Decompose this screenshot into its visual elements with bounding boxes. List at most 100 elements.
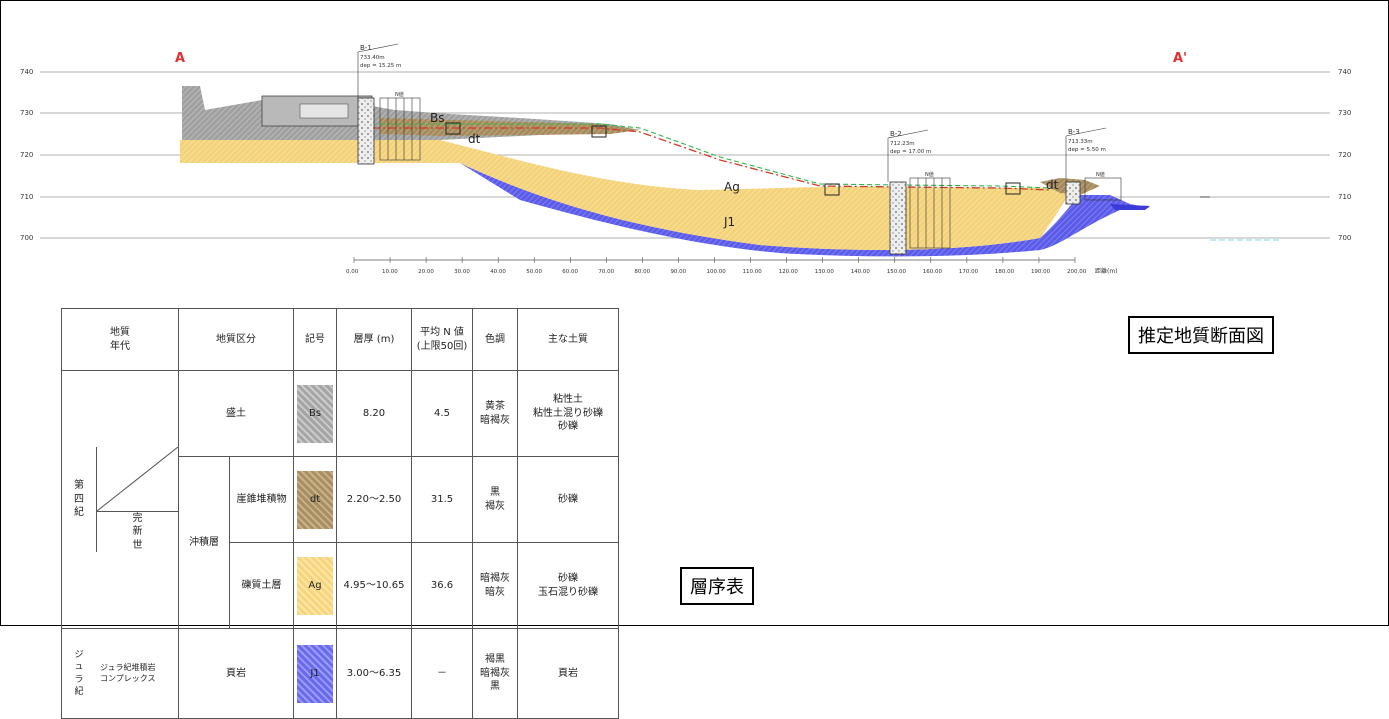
epoch-holocene: 完 新 世	[132, 512, 143, 551]
elevation-label-right: 700	[1338, 234, 1351, 242]
swatch-dt: dt	[297, 470, 333, 529]
distance-tick-label: 170.00	[959, 269, 979, 275]
era-quaternary: 第 四 紀	[74, 480, 84, 519]
distance-tick-label: 50.00	[526, 269, 542, 275]
distance-tick-label: 110.00	[743, 269, 763, 275]
n-value-plots	[379, 97, 1122, 249]
borehole-b1-depth: dep = 15.25 m	[360, 63, 401, 69]
n-value-j1: －	[411, 628, 473, 719]
symbol-j1: J1	[310, 667, 320, 679]
thickness-j1: 3.00～6.35	[336, 628, 412, 719]
layer-label-bs: Bs	[430, 111, 444, 125]
swatch-ag: Ag	[297, 556, 333, 615]
division-ag: 礫質土層	[229, 542, 294, 629]
elevation-label-right: 730	[1338, 109, 1351, 117]
header-division: 地質区分	[178, 308, 294, 371]
symbol-bs: Bs	[308, 407, 322, 419]
distance-tick-label: 60.00	[562, 269, 578, 275]
n-value-dt: 31.5	[411, 456, 473, 543]
era-jurassic: ジ ュ ラ 紀	[74, 650, 84, 697]
division-j1: 頁岩	[178, 628, 294, 719]
distance-tick-label: 150.00	[887, 269, 907, 275]
borehole-leader	[887, 129, 929, 139]
distance-tick-label: 130.00	[815, 269, 835, 275]
distance-tick-label: 20.00	[418, 269, 434, 275]
layer-ag	[180, 140, 1070, 251]
n-value-label: N値	[395, 91, 404, 98]
swatch-j1: J1	[297, 644, 333, 703]
borehole-b2-name: B-2	[890, 130, 902, 138]
borehole-b1-name: B-1	[360, 44, 372, 52]
color-bs: 黄茶 暗褐灰	[472, 370, 518, 457]
thickness-ag: 4.95～10.65	[336, 542, 412, 629]
soil-j1: 頁岩	[517, 628, 619, 719]
distance-tick-label: 180.00	[995, 269, 1015, 275]
layer-dt	[380, 118, 640, 136]
symbol-ag-cell: Ag	[293, 542, 337, 629]
borehole-leader	[357, 43, 399, 53]
geologic-cross-section: 740 730 720 710 700 740 730 720 710 700 …	[20, 43, 1351, 275]
layer-label-j1: J1	[723, 215, 735, 229]
n-value-bs: 4.5	[411, 370, 473, 457]
borehole-b1	[357, 97, 375, 165]
groundwater-line	[372, 123, 1051, 189]
borehole-b2-depth: dep = 17.00 m	[890, 149, 931, 155]
symbol-j1-cell: J1	[293, 628, 337, 719]
symbol-dt: dt	[309, 493, 321, 505]
sample-markers	[445, 122, 1021, 196]
section-label-right: A'	[1173, 51, 1187, 66]
distance-tick-label: 0.00	[346, 269, 359, 275]
elevation-label-left: 740	[20, 68, 33, 76]
borehole-leader	[1065, 127, 1107, 137]
borehole-b2-elevation: 712.23m	[890, 141, 915, 147]
header-symbol: 記号	[293, 308, 337, 371]
distance-tick-label: 200.00	[1067, 269, 1087, 275]
borehole-b2	[889, 181, 907, 255]
section-label-left: A	[175, 51, 185, 66]
header-soil: 主な土質	[517, 308, 619, 371]
elevation-label-left: 700	[20, 234, 33, 242]
layer-label-dt-right: dt	[1046, 178, 1059, 192]
soil-dt: 砂礫	[517, 456, 619, 543]
elevation-label-right: 720	[1338, 151, 1351, 159]
thickness-dt: 2.20～2.50	[336, 456, 412, 543]
color-j1: 褐黒 暗褐灰 黒	[472, 628, 518, 719]
n-value-label: N値	[925, 171, 934, 178]
color-ag: 暗褐灰 暗灰	[472, 542, 518, 629]
elevation-label-right: 740	[1338, 68, 1351, 76]
distance-tick-label: 120.00	[779, 269, 799, 275]
n-value-label: N値	[1096, 171, 1105, 178]
borehole-b3-depth: dep = 5.50 m	[1068, 147, 1106, 153]
river-bank	[1110, 204, 1150, 210]
division-dt: 崖錐堆積物	[229, 456, 294, 543]
stratigraphy-table: 地質 年代 地質区分 記号 層厚 (m) 平均 N 値 (上限50回) 色調 主…	[61, 308, 619, 719]
era-quaternary-cell: 第 四 紀 完 新 世	[61, 370, 179, 629]
table-title: 層序表	[680, 567, 754, 605]
distance-tick-label: 70.00	[598, 269, 614, 275]
distance-tick-label: 190.00	[1031, 269, 1051, 275]
distance-tick-label: 140.00	[851, 269, 871, 275]
header-color: 色調	[472, 308, 518, 371]
distance-unit-label: 距離(m)	[1095, 267, 1118, 275]
elevation-label-left: 730	[20, 109, 33, 117]
blank-diagonal-cell	[97, 446, 178, 512]
distance-tick-label: 80.00	[634, 269, 650, 275]
division-alluvium: 沖積層	[178, 456, 230, 629]
soil-ag: 砂礫 玉石混り砂礫	[517, 542, 619, 629]
header-thickness: 層厚 (m)	[336, 308, 412, 371]
borehole-b3	[1065, 181, 1081, 205]
swatch-bs: Bs	[297, 384, 333, 443]
era-jurassic-cell: ジ ュ ラ 紀 ジュラ紀堆積岩 コンプレックス	[61, 628, 179, 719]
distance-tick-label: 100.00	[707, 269, 727, 275]
structure-culvert	[299, 103, 349, 119]
division-bs: 盛土	[178, 370, 294, 457]
header-era: 地質 年代	[61, 308, 179, 371]
color-dt: 黒 褐灰	[472, 456, 518, 543]
distance-tick-label: 10.00	[382, 269, 398, 275]
layer-label-ag: Ag	[724, 180, 740, 194]
elevation-label-left: 720	[20, 151, 33, 159]
symbol-ag: Ag	[308, 579, 322, 591]
borehole-b1-elevation: 733.40m	[360, 55, 385, 61]
section-title: 推定地質断面図	[1128, 316, 1274, 354]
